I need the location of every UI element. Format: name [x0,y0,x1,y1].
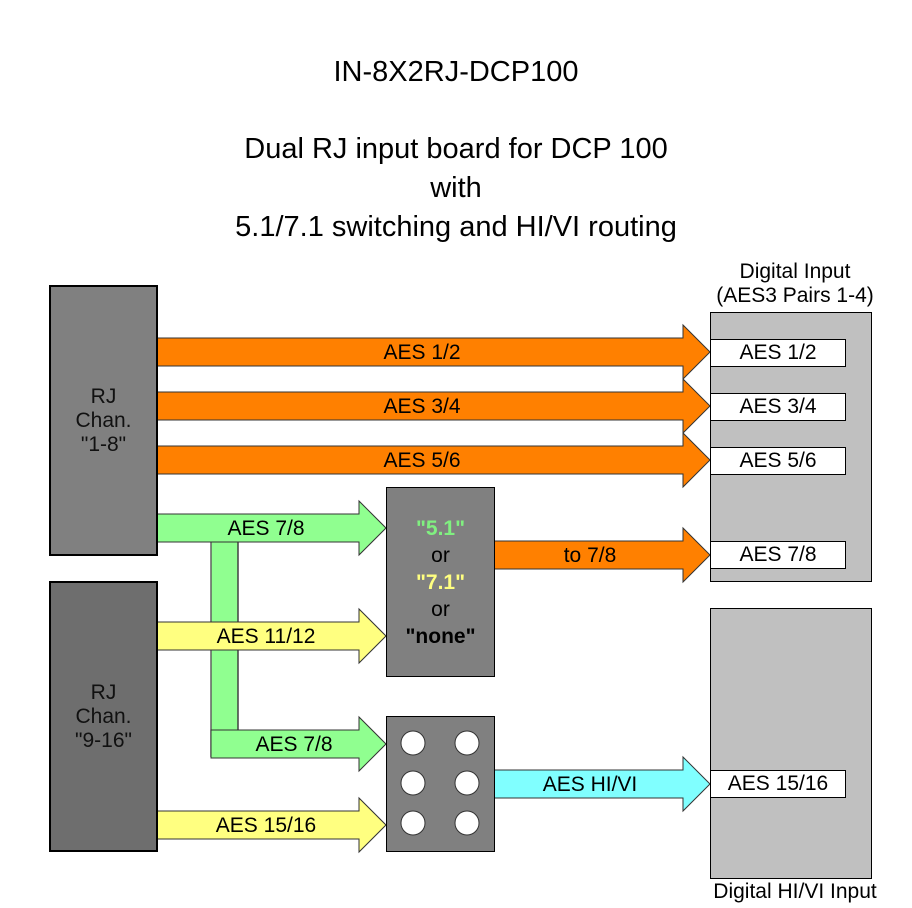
arrow-label-aes1112: AES 11/12 [217,625,316,648]
diagram-subtitle-line2: with [430,172,482,204]
rj-block-9-16: RJ Chan. "9-16" [49,581,158,852]
diagram-subtitle-line3: 5.1/7.1 switching and HI/VI routing [235,211,677,243]
arrow-to78 [493,526,711,584]
hivi-input-block [710,608,872,879]
hivi-input-caption: Digital HI/VI Input [713,880,877,903]
digital-input-caption-line1: Digital Input [739,260,851,283]
digital-input-slot-aes-3-4: AES 3/4 [710,393,846,421]
arrow-aes1112 [156,607,387,665]
arrow-label-aes78-bottom: AES 7/8 [255,733,332,756]
rj-block-label: "9-16" [75,728,132,752]
rj-block-label: Chan. [75,408,132,432]
selector-or: or [431,543,450,567]
digital-input-slot-aes-1-2: AES 1/2 [710,339,846,367]
arrow-label-aes34: AES 3/4 [383,395,460,418]
rj-block-1-8: RJ Chan. "1-8" [49,285,158,556]
rj-block-label: RJ [90,384,117,408]
arrow-label-aes12: AES 1/2 [383,341,460,364]
arrow-aes34 [156,377,711,435]
jumper-pin-icon [454,810,480,836]
arrow-label-aes1516: AES 15/16 [216,814,316,837]
arrow-aes12 [156,323,711,381]
hivi-input-slot-aes-15-16: AES 15/16 [710,770,846,798]
selector-or: or [431,597,450,621]
diagram-title: IN-8X2RJ-DCP100 [333,56,579,88]
arrow-aes1516 [156,796,387,854]
digital-input-caption-line2: (AES3 Pairs 1-4) [716,284,874,307]
digital-input-slot-aes-7-8: AES 7/8 [710,541,846,569]
arrow-label-hivi: AES HI/VI [543,773,638,796]
arrow-label-aes78-top: AES 7/8 [227,517,304,540]
selector-option-none: "none" [405,624,476,648]
jumper-pin-icon [454,730,480,756]
arrow-label-to78: to 7/8 [564,544,617,567]
jumper-pin-icon [454,770,480,796]
surround-mode-selector: "5.1" or "7.1" or "none" [386,487,495,677]
arrow-label-aes56: AES 5/6 [383,449,460,472]
selector-option-5-1: "5.1" [415,516,466,540]
hivi-routing-matrix [386,716,495,852]
diagram-subtitle-line1: Dual RJ input board for DCP 100 [244,133,668,165]
arrow-aes78-top [156,499,387,557]
digital-input-caption: Digital Input (AES3 Pairs 1-4) [690,260,900,308]
selector-option-7-1: "7.1" [415,570,466,594]
rj-block-label: Chan. [75,704,132,728]
jumper-pin-icon [400,810,426,836]
arrow-hivi [493,755,711,813]
digital-input-slot-aes-5-6: AES 5/6 [710,447,846,475]
jumper-pin-icon [400,730,426,756]
arrow-aes78-bottom [210,715,387,773]
jumper-matrix [400,730,480,836]
rj-block-label: RJ [90,680,117,704]
jumper-pin-icon [400,770,426,796]
arrow-aes56 [156,431,711,489]
rj-block-label: "1-8" [80,432,127,456]
